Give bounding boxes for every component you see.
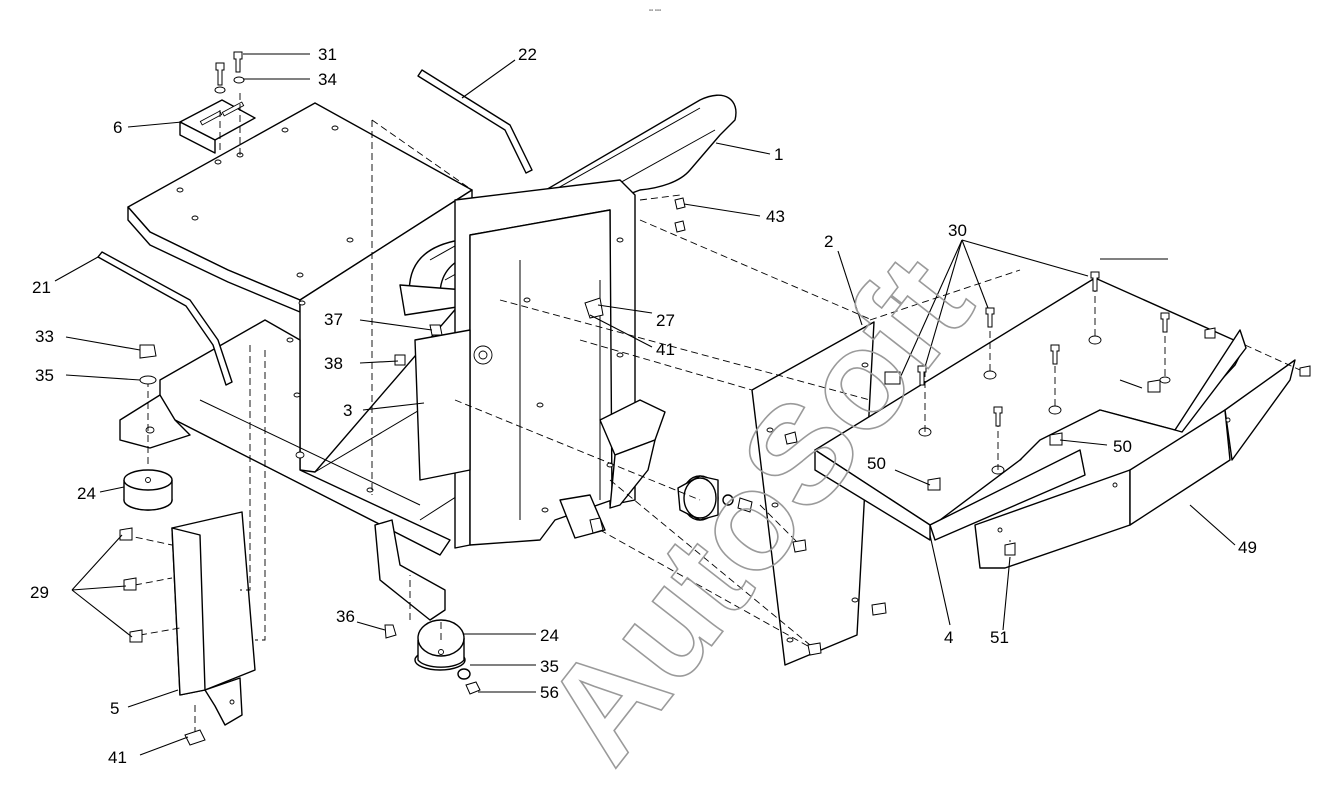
callout-50-left: 50 — [867, 454, 886, 473]
foot-deck — [814, 277, 1247, 541]
lower-bracket — [374, 519, 481, 695]
callout-27: 27 — [656, 311, 675, 330]
callout-4: 4 — [944, 628, 953, 647]
assembly-lines — [124, 90, 1301, 735]
callout-31: 31 — [318, 45, 337, 64]
isolator-right — [677, 475, 753, 521]
callout-56: 56 — [540, 683, 559, 702]
callout-36: 36 — [336, 607, 355, 626]
callout-35-left: 35 — [35, 366, 54, 385]
callout-3: 3 — [343, 401, 352, 420]
deck-holes — [145, 125, 374, 493]
callout-1: 1 — [774, 145, 783, 164]
isolator-left — [123, 469, 173, 511]
callout-50-right: 50 — [1113, 437, 1132, 456]
callout-51: 51 — [990, 628, 1009, 647]
callout-33: 33 — [35, 327, 54, 346]
top-mark: ▫▫ ▫▫▫ — [649, 8, 661, 14]
fasteners — [119, 51, 1311, 746]
side-panel — [171, 511, 256, 726]
callout-24-bottom: 24 — [540, 626, 559, 645]
callout-29: 29 — [30, 583, 49, 602]
rubber-strip-21 — [97, 251, 233, 386]
seat-bracket — [179, 99, 256, 154]
callout-22: 22 — [518, 45, 537, 64]
callout-21: 21 — [32, 278, 51, 297]
callout-leaders — [54, 53, 1236, 756]
callout-5: 5 — [110, 699, 119, 718]
callout-34: 34 — [318, 70, 337, 89]
callout-38: 38 — [324, 354, 343, 373]
callout-49: 49 — [1238, 538, 1257, 557]
callout-41-bottom: 41 — [108, 748, 127, 767]
callout-30: 30 — [948, 221, 967, 240]
callout-43: 43 — [766, 207, 785, 226]
cover-plate — [751, 321, 875, 666]
callout-2: 2 — [824, 232, 833, 251]
callout-24-left: 24 — [77, 484, 96, 503]
callout-41-right: 41 — [656, 340, 675, 359]
callout-6: 6 — [113, 118, 122, 137]
rear-bracket — [559, 399, 666, 539]
rubber-strip-22 — [417, 69, 533, 174]
front-plate — [414, 179, 636, 549]
callout-35-bottom: 35 — [540, 657, 559, 676]
callout-numbers: 1 2 3 4 5 6 21 22 24 24 27 29 30 31 33 3… — [30, 45, 1257, 767]
callout-37: 37 — [324, 310, 343, 329]
